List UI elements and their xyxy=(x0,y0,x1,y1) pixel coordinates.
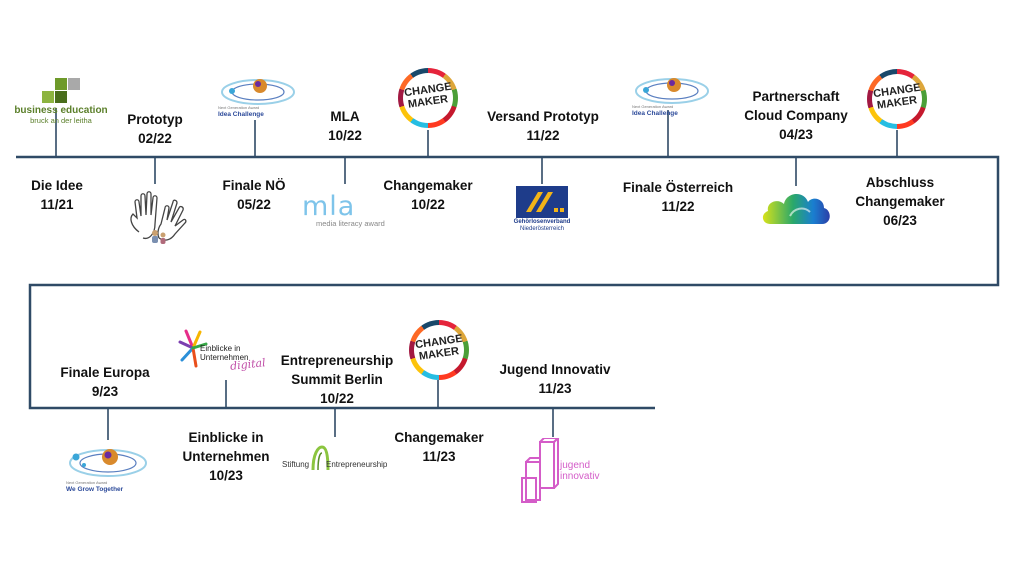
planet-orbit-icon xyxy=(221,79,295,105)
milestone-date: 02/22 xyxy=(138,131,172,146)
milestone-title: Prototyp xyxy=(127,112,183,127)
milestone-subtitle: Changemaker xyxy=(855,194,945,209)
milestone-finale-noe: Finale NÖ 05/22 xyxy=(214,176,294,214)
milestone-date: 10/23 xyxy=(209,468,243,483)
changemaker-logo-3: CHANGE MAKER xyxy=(409,320,469,380)
milestone-finale-oesterreich: Finale Österreich 11/22 xyxy=(613,178,743,216)
jugend-line2: innovativ xyxy=(560,471,600,482)
einblicke-line1: Einblicke in xyxy=(200,344,241,353)
milestone-date: 06/23 xyxy=(883,213,917,228)
milestone-date: 11/21 xyxy=(40,197,74,212)
mla-subtext: media literacy award xyxy=(316,219,385,228)
milestone-subtitle: Cloud Company xyxy=(744,108,848,123)
starburst-icon xyxy=(178,329,208,368)
einblicke-line2: Unternehmen xyxy=(200,353,249,362)
milestone-date: 04/23 xyxy=(779,127,813,142)
idea-challenge-small-text: Next Generation Award xyxy=(218,105,260,110)
milestone-title: Changemaker xyxy=(383,178,473,193)
milestone-date: 11/23 xyxy=(422,449,456,464)
cloud-icon xyxy=(762,193,830,224)
milestone-versand: Versand Prototyp 11/22 xyxy=(478,107,608,145)
milestone-date: 10/22 xyxy=(320,391,354,406)
milestone-title: Entrepreneurship xyxy=(280,353,394,368)
milestone-title: Jugend Innovativ xyxy=(499,362,611,377)
milestone-title: MLA xyxy=(330,109,360,124)
idea-challenge-logo-2: Next Generation Award Idea Challenge xyxy=(632,74,710,120)
milestone-abschluss: Abschluss Changemaker 06/23 xyxy=(846,173,954,230)
changemaker-inner xyxy=(872,74,922,124)
idea-challenge-small-text: Next Generation Award xyxy=(632,104,674,109)
hands-icon xyxy=(130,191,187,244)
milestone-date: 10/22 xyxy=(328,128,362,143)
logo-square xyxy=(55,91,67,103)
mla-word: mla xyxy=(302,191,356,222)
gehoerlosenverband-logo: Gehörlosenverband Niederösterreich xyxy=(510,186,574,234)
business-education-subtext: bruck an der leitha xyxy=(30,116,92,125)
idea-challenge-title: Idea Challenge xyxy=(218,111,264,118)
we-grow-small-text: Next Generation Award xyxy=(66,480,108,485)
planet-orbit-icon xyxy=(635,78,709,104)
mla-logo: mla media literacy award xyxy=(300,191,400,231)
arch-icon xyxy=(311,445,330,470)
planet-orbit-icon xyxy=(69,449,147,477)
milestone-date: 05/22 xyxy=(237,197,271,212)
milestone-date: 11/22 xyxy=(526,128,560,143)
we-grow-title: We Grow Together xyxy=(66,486,124,493)
stiftung-entrepreneurship-logo: Stiftung Entrepreneurship xyxy=(282,444,398,474)
cube-stack-icon xyxy=(521,438,560,503)
milestone-date: 9/23 xyxy=(91,384,119,399)
einblicke-logo: Einblicke in Unternehmen digital xyxy=(178,328,267,378)
milestone-subtitle: Summit Berlin xyxy=(291,372,383,387)
changemaker-inner xyxy=(403,73,453,123)
business-education-logo: business education bruck an der leitha xyxy=(13,78,109,125)
milestone-date: 11/22 xyxy=(661,199,695,214)
jugend-line1: jugend xyxy=(560,460,591,471)
milestone-title: Partnerschaft xyxy=(752,89,840,104)
einblicke-script: digital xyxy=(229,356,267,373)
changemaker-inner xyxy=(414,325,464,375)
milestone-title: Changemaker xyxy=(394,430,484,445)
logo-square xyxy=(68,78,80,90)
changemaker-logo-2: CHANGE MAKER xyxy=(867,69,927,129)
milestone-mla: MLA 10/22 xyxy=(305,107,385,145)
milestone-date: 10/22 xyxy=(411,197,445,212)
milestone-changemaker-1: Changemaker 10/22 xyxy=(372,176,484,214)
gehoerlos-line1: Gehörlosenverband xyxy=(513,219,571,225)
milestone-prototyp: Prototyp 02/22 xyxy=(115,110,195,148)
milestone-idee: Die Idee 11/21 xyxy=(17,176,97,214)
milestone-title: Die Idee xyxy=(31,178,83,193)
stiftung-text: Stiftung xyxy=(282,460,310,469)
milestone-changemaker-2: Changemaker 11/23 xyxy=(383,428,495,466)
milestone-title: Abschluss xyxy=(865,175,935,190)
milestone-summit: Entrepreneurship Summit Berlin 10/22 xyxy=(273,351,401,408)
milestone-title: Finale NÖ xyxy=(222,178,286,193)
changemaker-logo: CHANGE MAKER xyxy=(398,68,458,128)
gehoerlos-emblem xyxy=(516,186,568,218)
logo-square xyxy=(55,78,67,90)
gehoerlos-line2: Niederösterreich xyxy=(519,226,565,232)
milestone-title: Einblicke in xyxy=(188,430,264,445)
milestone-finale-europa: Finale Europa 9/23 xyxy=(55,363,155,401)
idea-challenge-logo: Next Generation Award Idea Challenge xyxy=(218,75,296,121)
milestone-jugend-innovativ: Jugend Innovativ 11/23 xyxy=(490,360,620,398)
milestone-title: Versand Prototyp xyxy=(487,109,599,124)
milestone-einblicke: Einblicke in Unternehmen 10/23 xyxy=(170,428,282,485)
milestone-title: Finale Österreich xyxy=(622,180,734,195)
logo-square xyxy=(42,91,54,103)
idea-challenge-title: Idea Challenge xyxy=(632,110,678,117)
milestone-subtitle: Unternehmen xyxy=(182,449,270,464)
milestone-date: 11/23 xyxy=(538,381,572,396)
milestone-title: Finale Europa xyxy=(60,365,150,380)
business-education-text: business education xyxy=(14,105,108,116)
jugend-innovativ-logo: jugend innovativ xyxy=(520,438,612,504)
we-grow-together-logo: Next Generation Award We Grow Together xyxy=(64,443,148,497)
entrepreneurship-text: Entrepreneurship xyxy=(326,460,388,469)
milestone-partnerschaft: Partnerschaft Cloud Company 04/23 xyxy=(731,87,861,144)
